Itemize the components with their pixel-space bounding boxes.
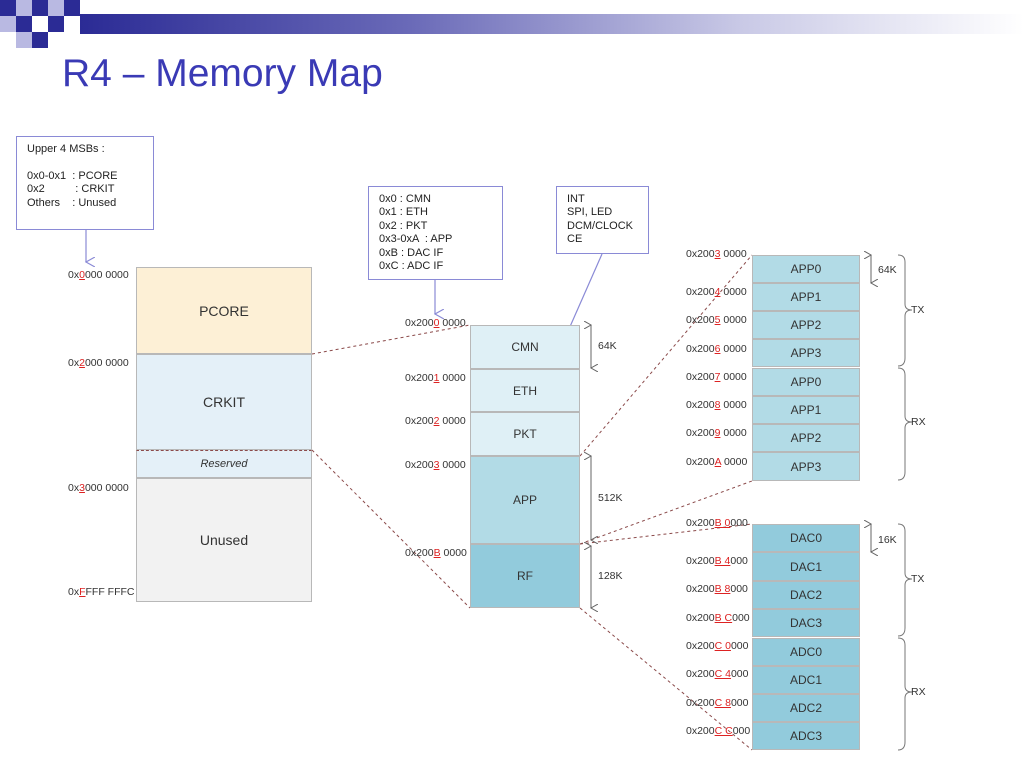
cmn-size-label: 64K (598, 340, 617, 352)
pcore-block: PCORE (136, 267, 312, 354)
address-label: 0x200C C000 (686, 725, 751, 737)
address-label: 0x200B 4000 (686, 555, 748, 567)
logo-square (48, 0, 64, 16)
address-label: 0x2000 0000 (68, 357, 129, 369)
msb-legend-note: Upper 4 MSBs : 0x0-0x1 : PCORE 0x2 : CRK… (16, 136, 154, 230)
app-expand-line-top (579, 254, 753, 457)
app-size-label: 512K (598, 492, 623, 504)
pkt-block: PKT (470, 412, 580, 456)
address-label: 0x2003 0000 (686, 248, 747, 260)
address-label: 0x0000 0000 (68, 269, 129, 281)
logo-square (16, 16, 32, 32)
address-label: 0x3000 0000 (68, 482, 129, 494)
dac-block: DAC0 (752, 524, 860, 552)
app-tx-block: APP2 (752, 311, 860, 339)
app-rx-brace (897, 367, 913, 481)
reserved-block: Reserved (136, 450, 312, 478)
crkit-legend-note: 0x0 : CMN 0x1 : ETH 0x2 : PKT 0x3-0xA : … (368, 186, 503, 280)
adc-block: ADC2 (752, 694, 860, 722)
rf-tx-brace (897, 523, 913, 637)
logo-square (48, 16, 64, 32)
address-label: 0x2000 0000 (405, 317, 466, 329)
app-expand-line-bottom (579, 480, 753, 545)
address-label: 0x200A 0000 (686, 456, 748, 468)
address-label: 0x200C 4000 (686, 668, 749, 680)
rf-block: RF (470, 544, 580, 608)
rf-expand-line-top (579, 523, 753, 545)
address-label: 0x2004 0000 (686, 286, 747, 298)
dac0-size-label: 16K (878, 534, 897, 546)
logo-square (16, 32, 32, 48)
header-gradient-bar (80, 14, 1024, 34)
int-note-arrow (565, 253, 603, 338)
dac-block: DAC1 (752, 552, 860, 581)
app-rx-block: APP3 (752, 452, 860, 481)
rf-size-label: 128K (598, 570, 623, 582)
app-tx-block: APP0 (752, 255, 860, 283)
logo-square (0, 0, 16, 16)
address-label: 0x2006 0000 (686, 343, 747, 355)
logo-square (0, 16, 16, 32)
logo-square (32, 32, 48, 48)
adc-block: ADC3 (752, 722, 860, 750)
app-tx-brace (897, 254, 913, 367)
adc-block: ADC1 (752, 666, 860, 694)
address-label: 0x200C 0000 (686, 640, 749, 652)
crkit-expand-line-bottom (311, 449, 471, 609)
dac-block: DAC3 (752, 609, 860, 637)
address-label: 0x2001 0000 (405, 372, 466, 384)
address-label: 0x2007 0000 (686, 371, 747, 383)
rf-rx-label: RX (911, 686, 926, 698)
unused-block: Unused (136, 478, 312, 602)
address-label: 0x200B 0000 (405, 547, 467, 559)
address-label: 0x200B 8000 (686, 583, 748, 595)
app-rx-block: APP0 (752, 368, 860, 396)
address-label: 0x2003 0000 (405, 459, 466, 471)
address-label: 0x200C 8000 (686, 697, 749, 709)
address-label: 0x200B 0000 (686, 517, 748, 529)
address-label: 0x2008 0000 (686, 399, 747, 411)
crkit-block: CRKIT (136, 354, 312, 450)
eth-block: ETH (470, 369, 580, 412)
rf-expand-line-bottom (579, 607, 753, 751)
app-tx-block: APP3 (752, 339, 860, 367)
address-label: 0x2002 0000 (405, 415, 466, 427)
page-title: R4 – Memory Map (62, 52, 383, 95)
app-block: APP (470, 456, 580, 544)
address-label: 0x2009 0000 (686, 427, 747, 439)
app-tx-label: TX (911, 304, 925, 316)
address-label: 0xFFFF FFFC (68, 586, 135, 598)
logo-square (32, 0, 48, 16)
logo-square (64, 0, 80, 16)
crkit-expand-line-top (311, 324, 471, 355)
app-rx-block: APP1 (752, 396, 860, 424)
logo-square (16, 0, 32, 16)
cmn-block: CMN (470, 325, 580, 369)
app-rx-block: APP2 (752, 424, 860, 452)
rf-tx-label: TX (911, 573, 925, 585)
app0-size-label: 64K (878, 264, 897, 276)
address-label: 0x200B C000 (686, 612, 750, 624)
rf-rx-brace (897, 637, 913, 751)
dac-block: DAC2 (752, 581, 860, 609)
address-label: 0x2005 0000 (686, 314, 747, 326)
adc-block: ADC0 (752, 638, 860, 666)
int-legend-note: INT SPI, LED DCM/CLOCK CE (556, 186, 649, 254)
app-rx-label: RX (911, 416, 926, 428)
app-tx-block: APP1 (752, 283, 860, 311)
